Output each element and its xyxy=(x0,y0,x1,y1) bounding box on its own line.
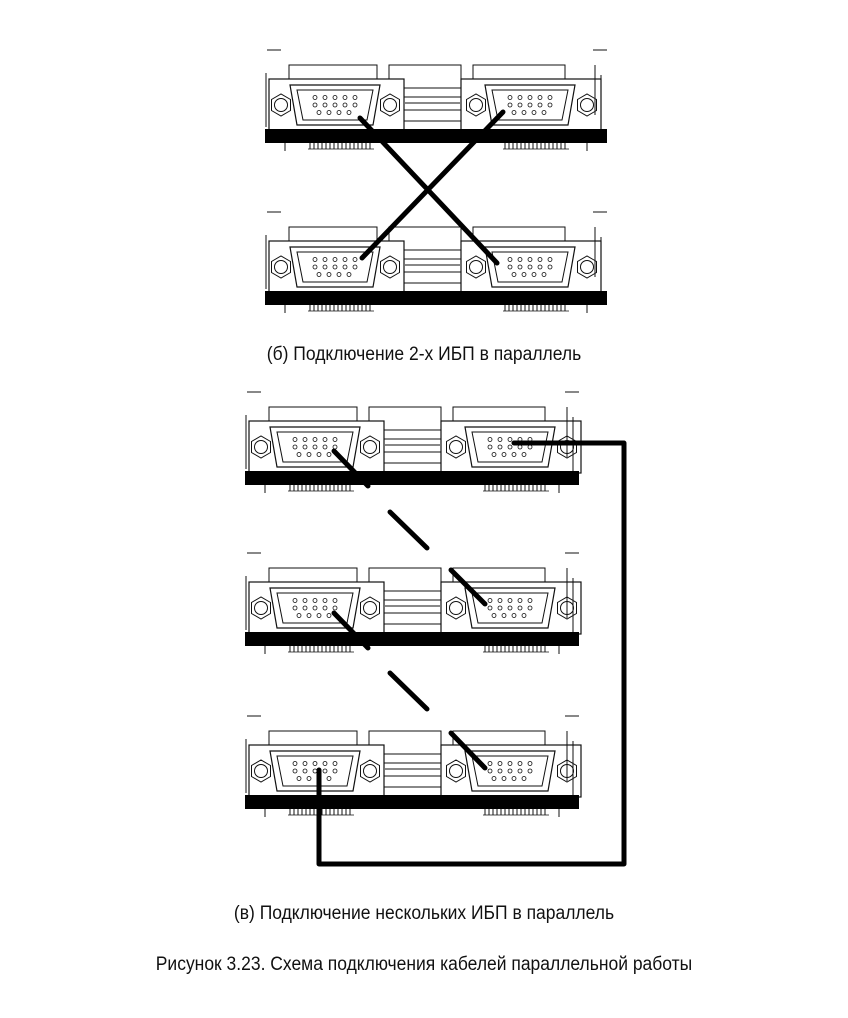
chain-cable-2a xyxy=(331,610,371,651)
board-pins xyxy=(284,143,588,151)
chain-cable-1a xyxy=(331,448,371,489)
thumbscrew-icon xyxy=(380,255,400,279)
ups-board-b xyxy=(245,552,582,654)
thumbscrew-icon xyxy=(446,596,466,620)
board-pins xyxy=(284,305,588,313)
thumbscrew-icon xyxy=(360,435,380,459)
board-pins xyxy=(264,809,560,817)
chain-cable-2c xyxy=(448,730,488,771)
ups-board-a xyxy=(245,391,582,493)
ups-board-c xyxy=(245,715,582,817)
ups-board-2 xyxy=(265,211,607,313)
chain-cable-1c xyxy=(448,567,488,607)
figure-caption: Рисунок 3.23. Схема подключения кабелей … xyxy=(155,954,693,975)
parallel-cables xyxy=(316,109,627,867)
thumbscrew-icon xyxy=(446,435,466,459)
thumbscrew-icon xyxy=(446,759,466,783)
ups-boards xyxy=(245,49,607,817)
db15-port-icon xyxy=(289,246,381,288)
board-base xyxy=(245,471,579,485)
db15-port-icon xyxy=(269,587,361,629)
db15-port-icon xyxy=(484,246,576,288)
board-base xyxy=(245,795,579,809)
caption-parallel-two: (б) Подключение 2-х ИБП в параллель xyxy=(266,344,582,365)
db15-port-icon xyxy=(464,587,556,629)
thumbscrew-icon xyxy=(466,93,486,117)
cross-cable-2 xyxy=(359,109,506,261)
chain-cable-2b xyxy=(387,670,430,712)
thumbscrew-icon xyxy=(577,255,597,279)
thumbscrew-icon xyxy=(577,93,597,117)
db15-port-icon xyxy=(484,84,576,126)
caption-parallel-many: (в) Подключение нескольких ИБП в паралле… xyxy=(233,903,615,924)
board-pins xyxy=(264,485,560,493)
thumbscrew-icon xyxy=(360,759,380,783)
ups-board-1 xyxy=(265,49,607,151)
board-base xyxy=(265,291,607,305)
chain-cable-1b xyxy=(387,509,430,551)
board-base xyxy=(245,632,579,646)
db15-port-icon xyxy=(269,750,361,792)
thumbscrew-icon xyxy=(271,93,291,117)
thumbscrew-icon xyxy=(251,596,271,620)
db15-port-icon xyxy=(289,84,381,126)
thumbscrew-icon xyxy=(466,255,486,279)
thumbscrew-icon xyxy=(380,93,400,117)
db15-port-icon xyxy=(464,750,556,792)
thumbscrew-icon xyxy=(271,255,291,279)
board-pins xyxy=(264,646,560,654)
board-base xyxy=(265,129,607,143)
thumbscrew-icon xyxy=(251,759,271,783)
thumbscrew-icon xyxy=(360,596,380,620)
thumbscrew-icon xyxy=(251,435,271,459)
return-cable xyxy=(316,440,627,867)
db15-port-icon xyxy=(464,426,556,468)
